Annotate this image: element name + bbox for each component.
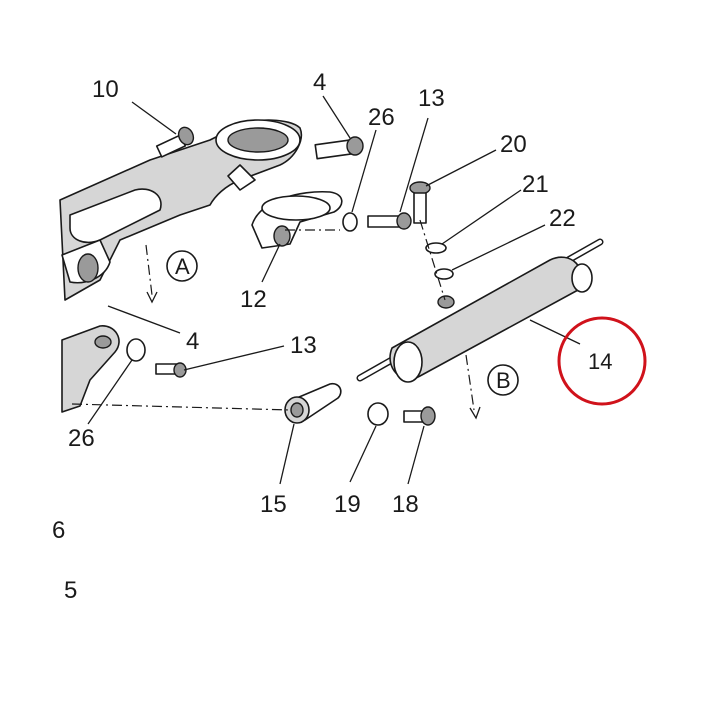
- callout-21: 21: [522, 171, 549, 198]
- highlight-ring-14: [557, 316, 647, 406]
- washer-19: [367, 402, 389, 426]
- bolt-18: [403, 406, 436, 426]
- arrow-a-head: [146, 291, 158, 304]
- leader-13-top: [399, 117, 429, 213]
- centre-line-bolt-20: [419, 219, 446, 301]
- upper-triple-clamp: [59, 119, 302, 301]
- leader-26-bottom: [87, 359, 133, 425]
- callout-4-top: 4: [313, 69, 326, 96]
- view-marker-a-ring: [166, 250, 198, 282]
- leader-4-mid: [107, 305, 181, 334]
- leader-18: [407, 425, 425, 485]
- edge-mark-6: 6: [52, 517, 65, 544]
- callout-15: 15: [260, 491, 287, 518]
- bolt-20: [409, 181, 431, 224]
- centre-line-arrow-b: [465, 354, 475, 411]
- callout-4-mid: 4: [186, 328, 199, 355]
- leader-12: [261, 243, 281, 283]
- callout-22: 22: [549, 205, 576, 232]
- lower-triple-clamp: [61, 325, 120, 413]
- leader-4-top: [322, 95, 351, 139]
- washer-26-top: [342, 212, 358, 232]
- leader-26-top: [351, 129, 377, 213]
- leader-15: [279, 423, 295, 485]
- leader-10: [131, 101, 177, 135]
- bolt-13-mid: [155, 362, 187, 378]
- arrow-b-head: [469, 406, 481, 420]
- leader-14: [529, 319, 581, 345]
- leader-20: [425, 149, 497, 187]
- handlebar-clamp-12: [251, 190, 343, 249]
- callout-13-mid: 13: [290, 332, 317, 359]
- rod-end-15: [284, 382, 342, 424]
- callout-20: 20: [500, 131, 527, 158]
- washer-22: [434, 268, 454, 280]
- leader-21: [441, 189, 522, 245]
- bolt-4-top: [314, 136, 364, 160]
- callout-14: 14: [588, 349, 612, 374]
- leader-22: [451, 224, 546, 271]
- steering-damper-14: [356, 238, 604, 383]
- view-marker-b-label: B: [496, 368, 511, 393]
- callout-26-bottom: 26: [68, 425, 95, 452]
- callout-18: 18: [392, 491, 419, 518]
- edge-mark-5: 5: [64, 577, 77, 604]
- leader-19: [349, 425, 377, 483]
- centre-line-lower: [71, 403, 291, 411]
- view-marker-a-label: A: [175, 254, 190, 279]
- centre-line-arrow-a: [145, 244, 153, 296]
- callout-26-top: 26: [368, 104, 395, 131]
- bolt-10: [155, 126, 195, 158]
- bolt-13-top: [367, 212, 412, 230]
- callout-19: 19: [334, 491, 361, 518]
- callout-13-top: 13: [418, 85, 445, 112]
- washer-21: [425, 242, 447, 254]
- view-marker-b-ring: [487, 364, 519, 396]
- leader-13-mid: [183, 345, 285, 371]
- washer-26-bottom: [126, 338, 146, 362]
- callout-10: 10: [92, 76, 119, 103]
- callout-12: 12: [240, 286, 267, 313]
